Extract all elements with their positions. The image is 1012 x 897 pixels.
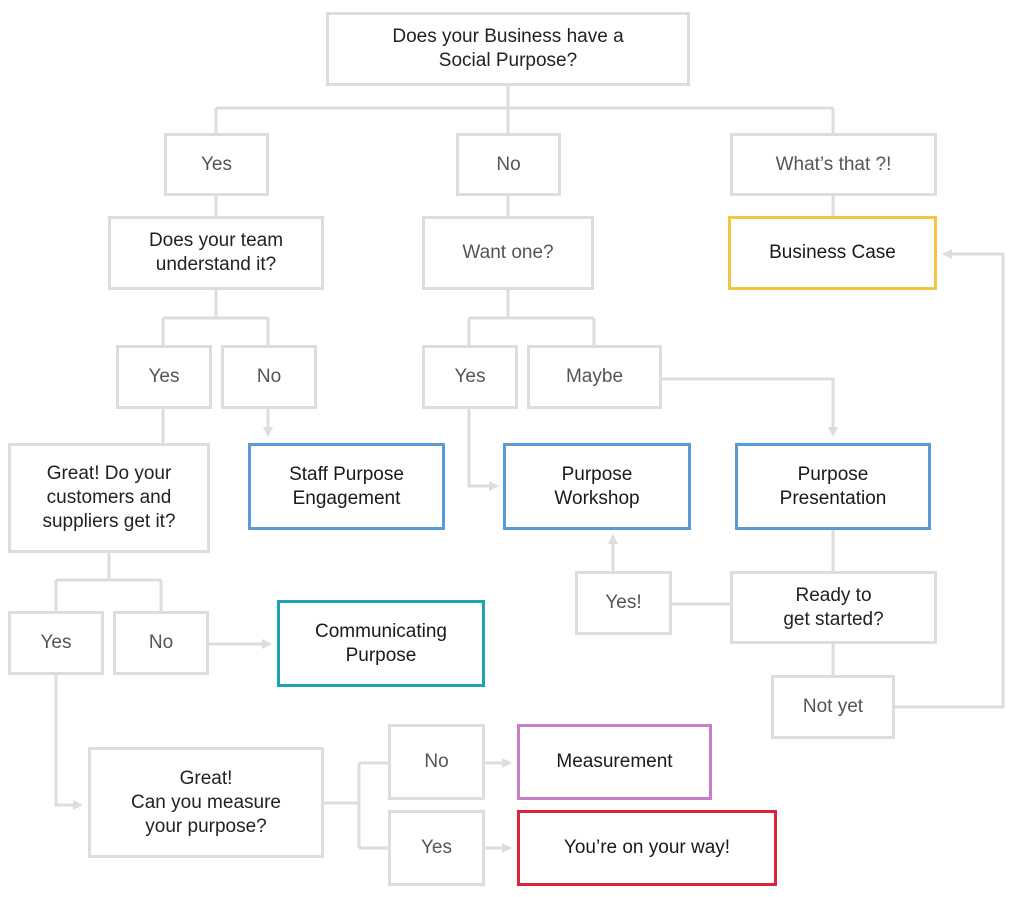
result-purpose-presentation-label: Purpose Presentation — [779, 463, 887, 509]
question-ready-label: Ready to get started? — [783, 584, 884, 630]
answer-measure-yes-label: Yes — [421, 837, 452, 858]
connector-custyes-measure — [54, 675, 83, 810]
result-communicating-label: Communicating Purpose — [315, 620, 447, 666]
result-business-case: Business Case — [728, 216, 937, 290]
question-customers-label: Great! Do your customers and suppliers g… — [42, 463, 176, 532]
answer-measure-no: No — [388, 724, 485, 800]
answer-customers-yes-label: Yes — [40, 632, 72, 653]
answer-whats-that: What’s that ?! — [730, 133, 937, 196]
answer-want-maybe-label: Maybe — [565, 366, 624, 387]
answer-yes-label: Yes — [201, 153, 232, 175]
answer-want-yes-label: Yes — [454, 366, 486, 387]
connector-want-split — [467, 290, 596, 345]
connector-measure-split — [323, 761, 390, 850]
answer-not-yet: Not yet — [771, 675, 895, 739]
question-social-purpose-label: Does your Business have a Social Purpose… — [392, 26, 624, 71]
answer-team-no: No — [221, 345, 317, 409]
result-purpose-workshop: Purpose Workshop — [503, 443, 691, 530]
connector-notyet-business — [894, 249, 1005, 709]
answer-yes-has-purpose: Yes — [164, 133, 269, 196]
answer-customers-no-label: No — [148, 632, 174, 653]
result-staff-engagement-label: Staff Purpose Engagement — [289, 463, 404, 509]
question-customers-suppliers: Great! Do your customers and suppliers g… — [8, 443, 210, 553]
answer-customers-no: No — [113, 611, 209, 675]
result-communicating-purpose: Communicating Purpose — [277, 600, 485, 687]
result-purpose-presentation: Purpose Presentation — [735, 443, 931, 530]
question-team-understand: Does your team understand it? — [108, 216, 324, 290]
question-measure-label: Great! Can you measure your purpose? — [131, 767, 281, 837]
question-measure-purpose: Great! Can you measure your purpose? — [88, 747, 324, 858]
result-staff-purpose-engagement: Staff Purpose Engagement — [248, 443, 445, 530]
result-on-your-way-label: You’re on your way! — [563, 837, 731, 858]
result-on-your-way: You’re on your way! — [517, 810, 777, 886]
answer-measure-no-label: No — [424, 751, 449, 772]
result-measurement: Measurement — [517, 724, 712, 800]
answer-not-yet-label: Not yet — [802, 696, 864, 717]
connector-maybe-presentation — [661, 377, 838, 437]
answer-customers-yes: Yes — [8, 611, 104, 675]
result-measurement-label: Measurement — [556, 751, 673, 772]
answer-want-yes: Yes — [422, 345, 518, 409]
connector-wantyes-workshop — [467, 409, 499, 491]
connector-top-split — [214, 86, 835, 133]
question-want-one-label: Want one? — [462, 242, 554, 263]
answer-want-maybe: Maybe — [527, 345, 662, 409]
question-social-purpose: Does your Business have a Social Purpose… — [326, 12, 690, 86]
answer-no-has-purpose: No — [456, 133, 561, 196]
answer-ready-yes-label: Yes! — [605, 592, 642, 613]
answer-ready-yes: Yes! — [575, 571, 672, 635]
answer-whats-that-label: What’s that ?! — [775, 153, 892, 175]
answer-team-yes: Yes — [116, 345, 212, 409]
question-ready-to-start: Ready to get started? — [730, 571, 937, 644]
result-business-case-label: Business Case — [769, 242, 896, 263]
answer-team-no-label: No — [256, 366, 282, 387]
answer-measure-yes: Yes — [388, 810, 485, 886]
question-want-one: Want one? — [422, 216, 594, 290]
answer-no-label: No — [496, 153, 521, 175]
result-purpose-workshop-label: Purpose Workshop — [554, 463, 640, 509]
connector-customers-split — [54, 553, 163, 611]
answer-team-yes-label: Yes — [148, 366, 180, 387]
question-team-label: Does your team understand it? — [148, 230, 284, 275]
connector-team-split — [161, 290, 270, 345]
